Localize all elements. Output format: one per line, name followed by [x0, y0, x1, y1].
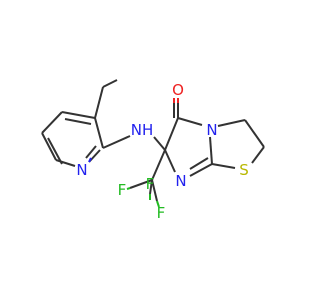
bond-cf3-fright	[151, 179, 158, 202]
fluorine-right-label: F	[157, 204, 166, 222]
bond-cf3-fleft-f	[126, 187, 131, 190]
bond-nimine-cq	[164, 149, 176, 173]
bond-s-c8a	[211, 163, 236, 169]
bond-nbridge-c8a	[209, 136, 213, 165]
fluorine-top-label: F	[146, 175, 155, 193]
bond-c2-n1-double	[85, 145, 97, 159]
carbonyl-oxygen-label: O	[172, 81, 184, 99]
bond-c5-c4	[41, 111, 63, 134]
bond-nbridge-ch2	[217, 119, 246, 127]
bonds	[41, 79, 265, 208]
bond-c6-c5-double	[47, 137, 63, 165]
bond-cq-cf3	[151, 149, 166, 181]
bond-c8a-nimine	[189, 163, 213, 177]
bond-cf3-fleft	[129, 179, 153, 189]
nh-label: NH	[131, 121, 154, 139]
bond-nh-cq	[153, 136, 166, 151]
bridge-nitrogen-label: N	[206, 121, 217, 139]
bond-c6-c5	[41, 132, 57, 161]
bond-c3-methyl	[94, 86, 104, 119]
bond-c2-n1-n	[88, 157, 92, 163]
sulfur-label: S	[239, 161, 249, 179]
bond-c2-nh	[102, 135, 131, 149]
bond-c4-c3	[61, 111, 96, 119]
bond-cco-nbridge	[177, 117, 203, 126]
bond-c3-c2	[94, 117, 104, 149]
bond-cq-cco	[164, 117, 179, 151]
imine-nitrogen-label: N	[175, 172, 186, 190]
bond-c4-c3-double	[64, 118, 92, 125]
bond-n1-c6	[55, 159, 76, 167]
pyridine-nitrogen-label: N	[76, 161, 87, 179]
bond-ch2-s	[251, 146, 265, 164]
bond-ch2-ch2	[244, 119, 265, 148]
bond-c8a-nimine-double	[189, 157, 209, 170]
bond-methyl-end	[102, 79, 118, 88]
bond-cf3-fright-f	[156, 200, 160, 208]
fluorine-left-label: F	[118, 181, 127, 199]
